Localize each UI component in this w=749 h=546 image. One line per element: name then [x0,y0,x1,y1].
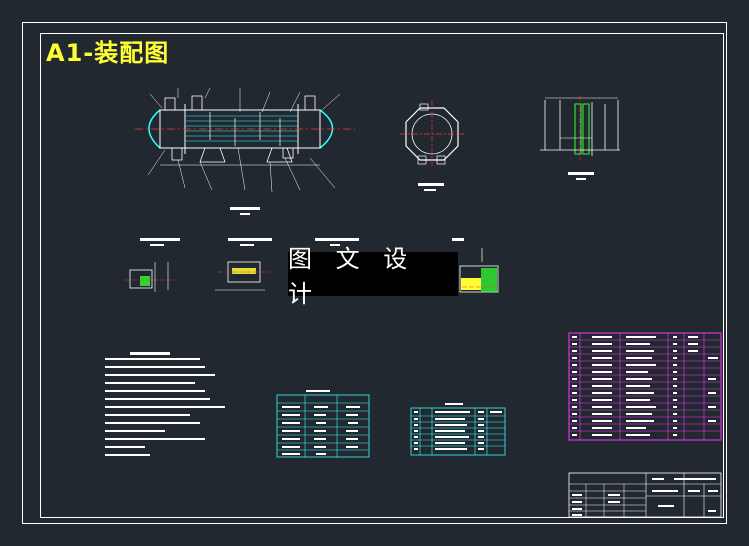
detail-view-2 [215,238,272,291]
detail-view-4 [452,238,500,293]
drawing-inner-border [40,33,724,518]
parts-list-table [568,332,722,441]
watermark-banner: 图 文 设 计 [288,245,458,308]
detail-view-1 [125,238,180,292]
design-data-table [276,390,370,458]
nozzle-table [410,403,506,456]
watermark-text: 图 文 设 计 [288,245,416,308]
main-elevation-view [135,87,355,215]
side-view [540,96,620,180]
detail-view-3 [315,238,359,246]
technical-requirements [105,352,225,456]
cross-section-view [400,100,464,191]
title-block [568,472,722,518]
drawing-title: A1-装配图 [46,39,170,67]
drawing-outer-border [22,22,727,524]
